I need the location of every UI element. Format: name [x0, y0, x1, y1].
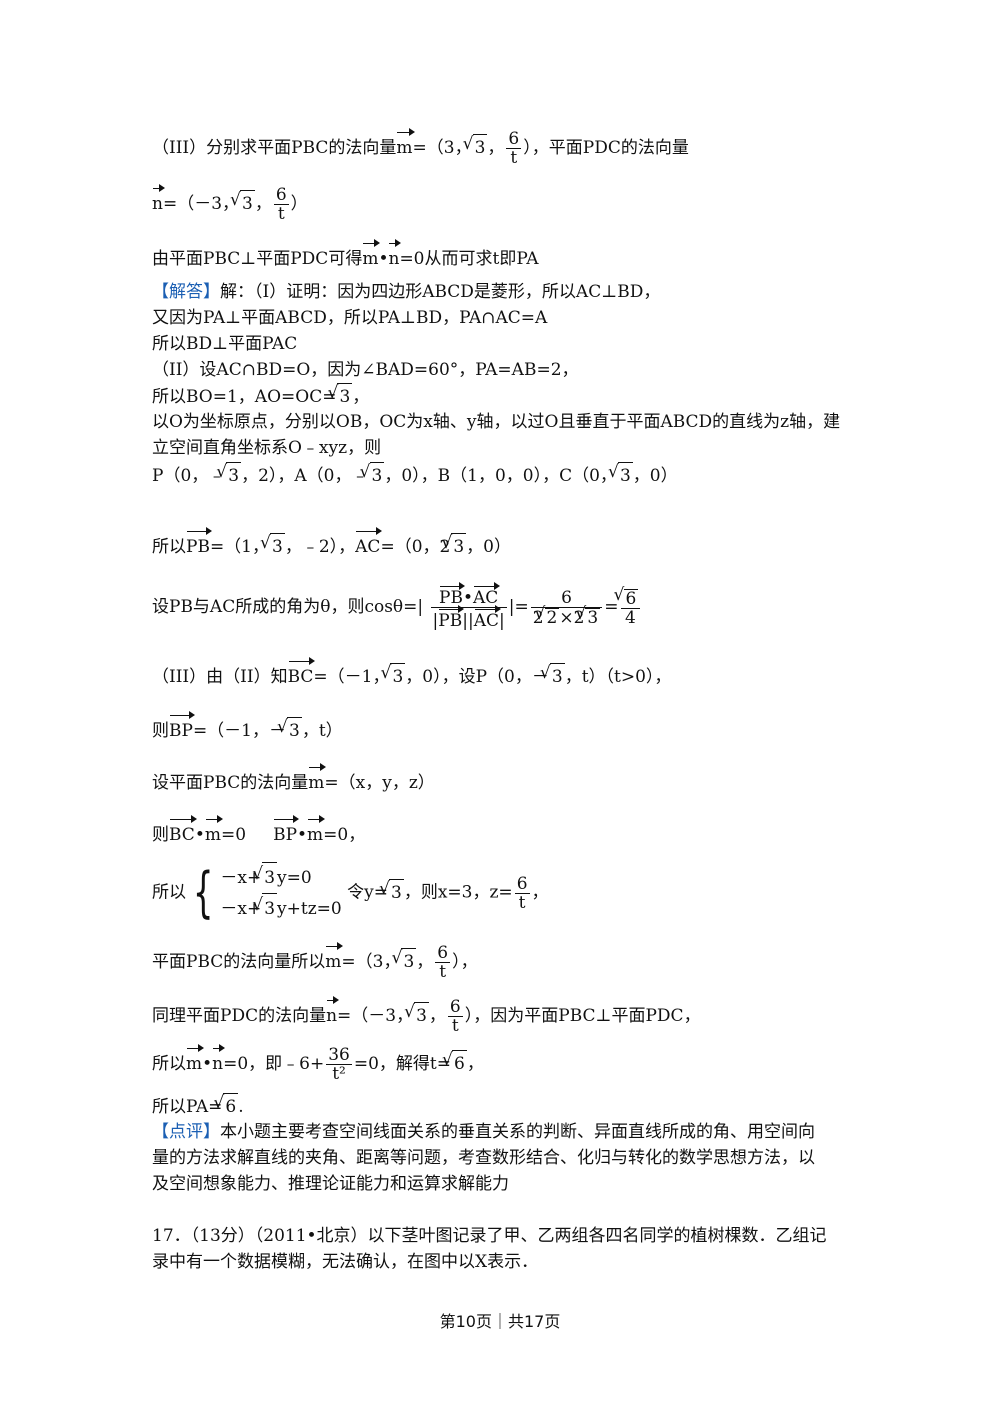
vector-n: n: [326, 996, 339, 1029]
review-line1: 【点评】本小题主要考查空间线面关系的垂直关系的判断、异面直线所成的角、用空间向: [152, 1122, 815, 1142]
vector-pb: PB: [439, 582, 465, 607]
part-iii-line4: 则BC•m=0 BP•m=0，: [152, 815, 365, 848]
vector-ac: AC: [474, 605, 502, 630]
answer-line3: 所以BD⊥平面PAC: [152, 334, 298, 354]
left-brace: {: [192, 861, 214, 924]
vector-ac: AC: [473, 582, 501, 607]
vector-pb: PB: [438, 605, 465, 630]
fraction-dot-over-norms: PB•AC |PB||AC|: [430, 582, 507, 630]
vector-n: n: [152, 184, 165, 217]
question-17-line2: 录中有一个数据模糊，无法确认，在图中以X表示．: [152, 1252, 539, 1272]
vector-m: m: [325, 942, 344, 975]
page-footer: 第10页｜共17页: [439, 1312, 561, 1331]
sqrt-3: 3: [328, 380, 353, 410]
vector-bp: BP: [273, 815, 299, 848]
sqrt-3: 3: [252, 859, 278, 893]
fraction-root6-over-4: 64: [614, 586, 641, 627]
review-line3: 及空间想象能力、推理论证能力和运算求解能力: [152, 1174, 509, 1194]
vector-n: n: [388, 239, 402, 272]
sqrt-3: 3: [392, 945, 417, 975]
sqrt-3: 3: [260, 530, 285, 560]
answer-line7: 立空间直角坐标系O﹣xyz，则: [152, 438, 382, 458]
sqrt-3: 3: [381, 660, 406, 690]
vector-bp: BP: [169, 711, 195, 744]
sqrt-6: 6: [442, 1047, 467, 1077]
vector-bc: BC: [169, 815, 197, 848]
part-iii-line3: 设平面PBC的法向量m=（x，y，z）: [152, 763, 435, 796]
vector-ac: AC: [355, 527, 383, 560]
vector-bc: BC: [288, 657, 316, 690]
answer-tag: 【解答】: [152, 282, 220, 302]
sqrt-3: 3: [360, 459, 385, 489]
vector-m: m: [205, 815, 224, 848]
sqrt-3: 3: [540, 660, 565, 690]
coordinates-line: P（0，﹣3，2），A（0，﹣3，0），B（1，0，0），C（0，3，0）: [152, 459, 678, 489]
answer-line6: 以O为坐标原点，分别以OB，OC为x轴、y轴，以过O且垂直于平面ABCD的直线为…: [152, 412, 841, 432]
sqrt-3: 3: [608, 459, 633, 489]
vector-m: m: [362, 239, 381, 272]
sqrt-6: 6: [614, 586, 639, 608]
sqrt-3: 3: [404, 999, 429, 1029]
vector-n: n: [212, 1044, 226, 1077]
question-17-line1: 17．（13分）（2011•北京）以下茎叶图记录了甲、乙两组各四名同学的植树棵数…: [152, 1226, 827, 1246]
step-iii-hint-line2: n=（－3，3，6t）: [152, 184, 308, 224]
sqrt-3: 3: [441, 530, 467, 560]
sqrt-3: 3: [216, 459, 242, 489]
sqrt-3: 3: [230, 187, 255, 217]
vector-pb: PB: [186, 527, 212, 560]
review-tag: 【点评】: [152, 1122, 220, 1142]
sqrt-3: 3: [379, 876, 404, 906]
normal-n-result: 同理平面PDC的法向量n=（－3，3，6t），因为平面PBC⊥平面PDC，: [152, 996, 701, 1036]
review-line2: 量的方法求解直线的夹角、距离等问题，考查数形结合、化归与转化的数学思想方法，以: [152, 1148, 815, 1168]
answer-line5: 所以BO=1，AO=OC=3，: [152, 380, 369, 410]
step-iii-hint-line1: （III）分别求平面PBC的法向量m=（3，3，6t），平面PDC的法向量: [152, 128, 689, 168]
vector-m: m: [308, 763, 327, 796]
normal-m-result: 平面PBC的法向量所以m=（3，3，6t），: [152, 942, 478, 982]
step-iii-hint-line3: 由平面PBC⊥平面PDC可得m•n=0从而可求t即PA: [152, 239, 538, 272]
sqrt-3: 3: [463, 131, 488, 161]
sqrt-2: 2: [535, 605, 560, 627]
part-iii-line1: （III）由（II）知BC=（－1，3，0），设P（0，－3，t）（t>0），: [152, 657, 671, 690]
pa-result-line: 所以PA=6.: [152, 1090, 244, 1120]
sqrt-3: 3: [252, 890, 278, 924]
sqrt-6: 6: [214, 1090, 239, 1120]
equation-system: －x+3y=0－x+3y+tz=0: [220, 859, 341, 924]
sqrt-3: 3: [576, 605, 601, 627]
fraction-6-over-product: 622×23: [530, 589, 603, 627]
equation-system-line: 所以{－x+3y=0－x+3y+tz=0 令y=3，则x=3，z=6t，: [152, 859, 549, 924]
answer-line1: 【解答】解：（I）证明：因为四边形ABCD是菱形，所以AC⊥BD，: [152, 282, 661, 302]
vector-m: m: [307, 815, 326, 848]
vectors-pb-ac-line: 所以PB=（1，3，﹣2），AC=（0，23，0）: [152, 527, 511, 560]
vector-m: m: [396, 128, 415, 161]
part-iii-line2: 则BP=（－1，－3，t）: [152, 711, 343, 744]
answer-line2: 又因为PA⊥平面ABCD，所以PA⊥BD，PA∩AC=A: [152, 308, 548, 328]
vector-m: m: [186, 1044, 205, 1077]
sqrt-3: 3: [277, 714, 302, 744]
answer-line4: （II）设AC∩BD=O，因为∠BAD=60°，PA=AB=2，: [152, 360, 579, 380]
